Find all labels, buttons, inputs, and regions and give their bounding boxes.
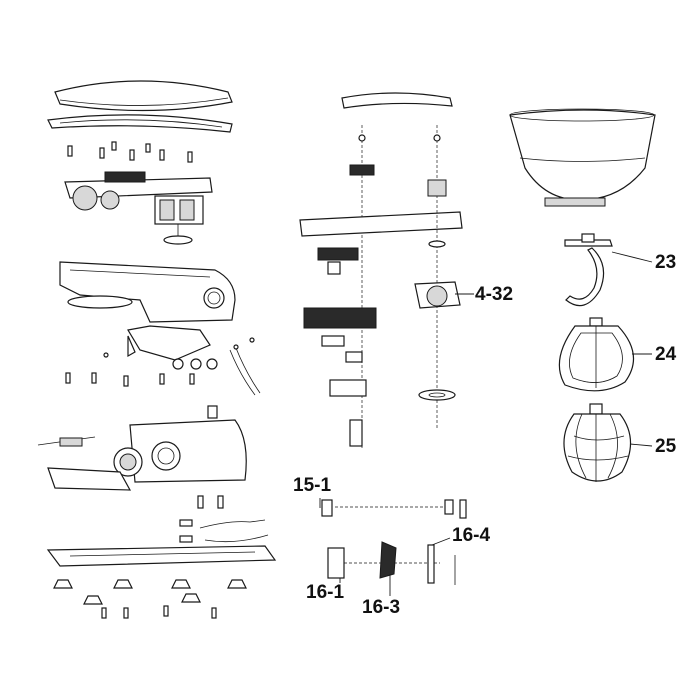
gear-shaft-right: [427, 125, 447, 430]
tilt-lever-assembly: [127, 325, 261, 396]
flat-beater-24: [558, 317, 635, 392]
feet-row: [53, 579, 247, 619]
shaft-assembly-15-1: [321, 499, 467, 519]
cover-gasket: [47, 114, 233, 133]
callout-24: 24: [655, 344, 677, 365]
motor-gearbox-assembly: [64, 171, 213, 245]
dough-hook-23: [564, 233, 613, 307]
lock-assembly-16: [327, 541, 456, 585]
wire-whisk-25: [563, 403, 632, 482]
upper-housing: [59, 261, 236, 323]
callout-23: 23: [655, 252, 677, 273]
callout-15-1: 15-1: [293, 475, 332, 496]
mixing-bowl: [509, 108, 656, 207]
callout-25: 25: [655, 436, 677, 457]
part-16-3: [379, 541, 397, 579]
callout-16-3: 16-3: [362, 597, 401, 618]
part-16-4: [427, 544, 435, 584]
callout-16-1: 16-1: [306, 582, 345, 603]
gasket-ring: [67, 295, 133, 309]
top-cover-group: [47, 80, 233, 133]
planetary-unit-4-32: [414, 281, 461, 401]
leader-16-4: [431, 537, 451, 546]
lower-base-housing: [37, 405, 247, 509]
screw-row-mid: [65, 337, 255, 387]
base-plate: [46, 545, 277, 567]
drive-belt: [341, 92, 453, 109]
callout-16-4: 16-4: [452, 525, 491, 546]
leader-23: [611, 251, 653, 263]
power-cord-group: [179, 519, 269, 543]
top-cover: [54, 80, 233, 112]
screw-row-top: [67, 141, 193, 163]
leader-25: [629, 443, 653, 447]
callout-4-32: 4-32: [475, 284, 514, 305]
gear-shaft-left: [299, 125, 463, 450]
part-16-1: [327, 547, 345, 579]
